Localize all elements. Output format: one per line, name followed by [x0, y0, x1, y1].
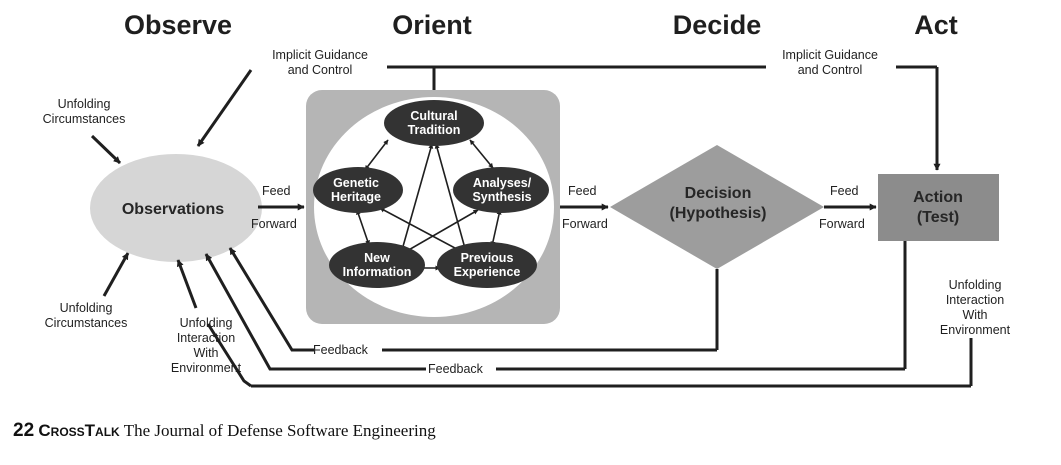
phase-decide: Decide: [673, 10, 762, 40]
analyses-synthesis-line1: Analyses/: [473, 176, 532, 190]
magazine-name: CrossTalk: [38, 421, 120, 440]
unfolding-top-line1: Unfolding: [58, 97, 111, 111]
orient-node-new-information: [329, 242, 425, 288]
action-node: [878, 174, 999, 241]
orient-node-analyses-synthesis: [453, 167, 549, 213]
page-footer: 22 CrossTalk The Journal of Defense Soft…: [13, 420, 436, 442]
analyses-synthesis-line2: Synthesis: [472, 190, 531, 204]
action-line2: (Test): [917, 209, 959, 226]
unfolding-top-line2: Circumstances: [43, 112, 126, 126]
feedback-loop-2: [204, 241, 907, 371]
cultural-tradition-line2: Tradition: [408, 123, 461, 137]
action-line1: Action: [913, 189, 963, 206]
observations-label: Observations: [122, 201, 224, 218]
feed-forward-2-line1: Feed: [568, 184, 597, 198]
guidance-left-line2: and Control: [288, 63, 353, 77]
feed-forward-3-line1: Feed: [830, 184, 859, 198]
implicit-guidance-lines: [196, 65, 941, 171]
orient-node-previous-experience: [437, 242, 537, 288]
interaction-left-line1: Unfolding: [180, 316, 233, 330]
feedback-2-label: Feedback: [428, 362, 484, 376]
feed-forward-1-line2: Forward: [251, 217, 297, 231]
unfolding-bottom-arrow: [102, 252, 130, 297]
interaction-right-line2: Interaction: [946, 293, 1004, 307]
new-information-line1: New: [364, 251, 390, 265]
phase-act: Act: [914, 10, 958, 40]
ooda-diagram: Observe Orient Decide Act Implicit Guida…: [43, 10, 1011, 388]
interaction-right-line4: Environment: [940, 323, 1011, 337]
genetic-heritage-line1: Genetic: [333, 176, 379, 190]
previous-experience-line2: Experience: [454, 265, 521, 279]
genetic-heritage-line2: Heritage: [331, 190, 381, 204]
feedback-1-label: Feedback: [313, 343, 369, 357]
decision-line1: Decision: [685, 185, 752, 202]
observations-node: [90, 154, 262, 262]
feed-forward-2-line2: Forward: [562, 217, 608, 231]
guidance-left-line1: Implicit Guidance: [272, 48, 368, 62]
page-number: 22: [13, 420, 35, 441]
cultural-tradition-line1: Cultural: [410, 109, 457, 123]
unfolding-top-arrow: [90, 134, 122, 165]
new-information-line2: Information: [343, 265, 412, 279]
feed-forward-3-line2: Forward: [819, 217, 865, 231]
decision-line2: (Hypothesis): [670, 205, 767, 222]
unfolding-bottom-line2: Circumstances: [45, 316, 128, 330]
orient-node-cultural-tradition: [384, 100, 484, 146]
orient-connections: [356, 139, 502, 271]
interaction-right-line1: Unfolding: [949, 278, 1002, 292]
phase-orient: Orient: [392, 10, 472, 40]
interaction-left-line4: Environment: [171, 361, 242, 375]
guidance-right-line2: and Control: [798, 63, 863, 77]
interaction-left-line3: With: [194, 346, 219, 360]
feedback-loop-1: [228, 247, 719, 352]
interaction-right-line3: With: [963, 308, 988, 322]
interaction-left-line2: Interaction: [177, 331, 235, 345]
feed-forward-1-line1: Feed: [262, 184, 291, 198]
previous-experience-line1: Previous: [461, 251, 514, 265]
phase-observe: Observe: [124, 10, 232, 40]
orient-node-genetic-heritage: [313, 167, 403, 213]
guidance-right-line1: Implicit Guidance: [782, 48, 878, 62]
magazine-subtitle: The Journal of Defense Software Engineer…: [123, 421, 436, 440]
decision-node: [610, 145, 824, 269]
interaction-loop: [176, 259, 973, 388]
unfolding-bottom-line1: Unfolding: [60, 301, 113, 315]
